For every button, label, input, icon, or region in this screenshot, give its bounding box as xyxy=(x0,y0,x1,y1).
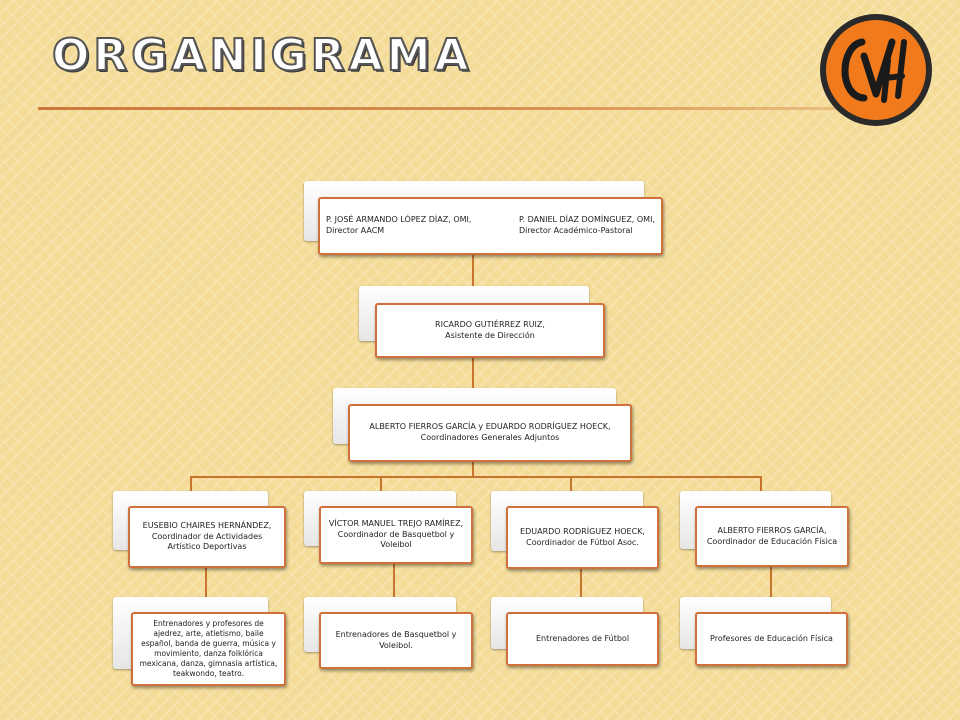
leaf-3-text: Entrenadores de Fútbol xyxy=(535,633,630,643)
branch-3-card: EDUARDO RODRÍGUEZ HOECK, Coordinador de … xyxy=(506,506,659,569)
leaf-1-card: Entrenadores y profesores de ajedrez, ar… xyxy=(131,612,286,686)
leaf-2-card: Entrenadores de Basquetbol y Voleibol. xyxy=(319,612,473,669)
director-right-role: Director Académico-Pastoral xyxy=(518,226,633,235)
coordinators-role: Coordinadores Generales Adjuntos xyxy=(420,433,560,442)
leaf-2-text: Entrenadores de Basquetbol y Voleibol. xyxy=(335,629,457,650)
title-underline xyxy=(38,107,878,110)
director-right-name: P. DANIEL DÍAZ DOMÍNGUEZ, OMI, xyxy=(518,215,655,225)
connector xyxy=(580,569,582,612)
cvh-logo xyxy=(820,14,932,126)
branch-1-name: EUSEBIO CHAIRES HERNÁNDEZ, xyxy=(142,520,272,530)
branch-3-name: EDUARDO RODRÍGUEZ HOECK, xyxy=(520,526,645,536)
director-left-name: P. JOSÉ ARMANDO LÓPEZ DÍAZ, OMI, xyxy=(326,215,472,225)
branch-1-card: EUSEBIO CHAIRES HERNÁNDEZ, Coordinador d… xyxy=(128,506,286,568)
leaf-3-card: Entrenadores de Fútbol xyxy=(506,612,659,666)
leaf-1-text: Entrenadores y profesores de ajedrez, ar… xyxy=(139,618,278,679)
directors-card: P. JOSÉ ARMANDO LÓPEZ DÍAZ, OMI, Directo… xyxy=(318,197,663,255)
connector xyxy=(205,566,207,612)
branch-1-role: Coordinador de Actividades Artístico Dep… xyxy=(151,531,263,552)
branch-2-role: Coordinador de Basquetbol y Voleibol xyxy=(337,529,455,550)
branch-2-name: VÍCTOR MANUEL TREJO RAMÍREZ, xyxy=(328,518,464,528)
connector xyxy=(472,461,474,477)
branch-3-role: Coordinador de Fútbol Asoc. xyxy=(526,537,639,547)
coordinators-name: ALBERTO FIERROS GARCÍA y EDUARDO RODRÍGU… xyxy=(369,422,611,432)
leaf-4-card: Profesores de Educación Física xyxy=(695,612,848,666)
director-right: P. DANIEL DÍAZ DOMÍNGUEZ, OMI, Director … xyxy=(519,215,655,237)
assistant-name: RICARDO GUTIÉRREZ RUIZ, xyxy=(435,319,545,329)
page-title: ORGANIGRAMA xyxy=(51,29,473,82)
assistant-role: Asistente de Dirección xyxy=(445,330,535,340)
branch-4-role: Coordinador de Educación Física xyxy=(706,536,838,546)
connector xyxy=(472,357,474,404)
leaf-4-text: Profesores de Educación Física xyxy=(710,633,833,643)
connector xyxy=(472,254,474,306)
coordinators-card: ALBERTO FIERROS GARCÍA y EDUARDO RODRÍGU… xyxy=(348,404,632,462)
director-left-role: Director AACM xyxy=(326,226,385,235)
assistant-card: RICARDO GUTIÉRREZ RUIZ, Asistente de Dir… xyxy=(375,303,605,358)
branch-2-card: VÍCTOR MANUEL TREJO RAMÍREZ, Coordinador… xyxy=(319,506,473,564)
branch-4-name: ALBERTO FIERROS GARCÍA, xyxy=(717,525,827,535)
connector xyxy=(770,567,772,612)
connector xyxy=(190,476,762,478)
branch-4-card: ALBERTO FIERROS GARCÍA, Coordinador de E… xyxy=(695,506,849,567)
connector xyxy=(393,564,395,612)
director-left: P. JOSÉ ARMANDO LÓPEZ DÍAZ, OMI, Directo… xyxy=(326,215,471,237)
